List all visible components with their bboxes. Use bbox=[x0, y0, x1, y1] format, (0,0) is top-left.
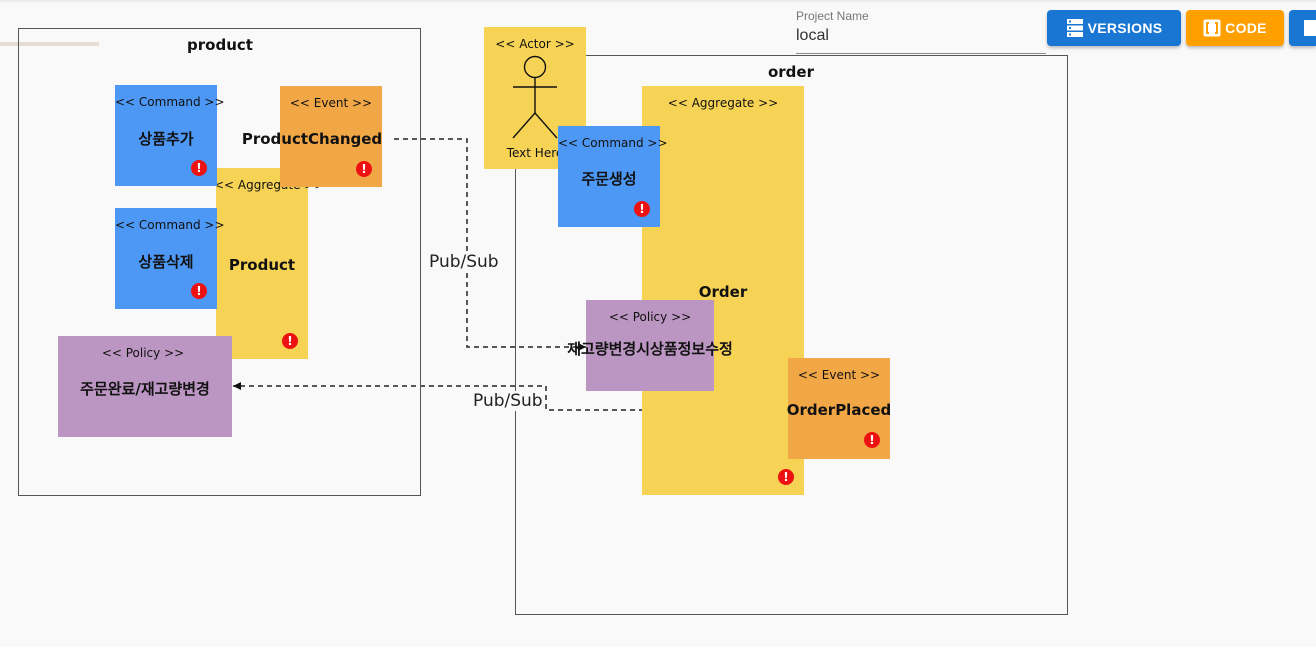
top-strip bbox=[0, 0, 1316, 2]
sticky-name: 주문생성 bbox=[581, 170, 637, 188]
sticky-stereotype: << Policy >> bbox=[101, 346, 185, 360]
project-name-underline bbox=[796, 53, 1046, 54]
sticky-name: 상품삭제 bbox=[138, 253, 194, 271]
project-name-input[interactable]: local bbox=[796, 27, 829, 44]
stick-figure-icon bbox=[512, 55, 558, 139]
sticky-stereotype: << Command >> bbox=[115, 95, 225, 109]
sticky-name: Order bbox=[698, 283, 748, 301]
versions-button[interactable]: VERSIONS bbox=[1047, 10, 1181, 46]
sticky-name: Product bbox=[228, 256, 296, 274]
sticky-stereotype: << Aggregate >> bbox=[667, 96, 779, 110]
command-sticky-add-product[interactable]: << Command >> 상품추가 ! bbox=[115, 85, 225, 186]
relation-label-pubsub: Pub/Sub bbox=[427, 252, 501, 272]
command-sticky-create-order[interactable]: << Command >> 주문생성 ! bbox=[558, 126, 668, 227]
bounded-context-label-product: product bbox=[187, 36, 253, 54]
sticky-name: OrderPlaced bbox=[786, 401, 892, 419]
extra-button[interactable] bbox=[1289, 10, 1316, 46]
project-name-label: Project Name bbox=[796, 9, 869, 23]
sticky-name: 상품추가 bbox=[138, 130, 194, 148]
sticky-stereotype: << Command >> bbox=[115, 218, 225, 232]
code-bracket-icon bbox=[1203, 19, 1221, 37]
error-icon[interactable]: ! bbox=[778, 469, 794, 485]
sticky-name: 재고량변경시상품정보수정 bbox=[567, 340, 733, 358]
error-icon[interactable]: ! bbox=[356, 161, 372, 177]
sticky-stereotype: << Actor >> bbox=[495, 37, 575, 51]
event-sticky-order-placed[interactable]: << Event >> OrderPlaced ! bbox=[787, 358, 891, 459]
command-sticky-delete-product[interactable]: << Command >> 상품삭제 ! bbox=[115, 208, 225, 309]
aggregate-sticky-product[interactable]: << Aggregate >> Product ! bbox=[214, 168, 324, 359]
sticky-stereotype: << Event >> bbox=[289, 96, 373, 110]
sticky-name: ProductChanged bbox=[241, 130, 383, 148]
square-icon bbox=[1304, 20, 1316, 36]
bounded-context-product[interactable] bbox=[18, 28, 421, 496]
versions-button-label: VERSIONS bbox=[1087, 20, 1163, 36]
sticky-stereotype: << Policy >> bbox=[608, 310, 692, 324]
tab-indicator bbox=[0, 42, 99, 46]
policy-sticky-order-complete[interactable]: << Policy >> 주문완료/재고량변경 bbox=[58, 336, 232, 437]
policy-sticky-stock-update[interactable]: << Policy >> 재고량변경시상품정보수정 bbox=[567, 300, 733, 391]
error-icon[interactable]: ! bbox=[191, 283, 207, 299]
event-sticky-product-changed[interactable]: << Event >> ProductChanged ! bbox=[242, 86, 382, 187]
actor-name: Text Here bbox=[506, 146, 564, 160]
sticky-name: 주문완료/재고량변경 bbox=[80, 380, 210, 398]
sticky-stereotype: << Event >> bbox=[797, 368, 881, 382]
relation-label-pubsub: Pub/Sub bbox=[471, 391, 545, 411]
code-button[interactable]: CODE bbox=[1186, 10, 1284, 46]
actor-sticky[interactable]: << Actor >> Text Here bbox=[484, 27, 586, 169]
bounded-context-order[interactable] bbox=[515, 55, 1068, 615]
server-icon bbox=[1066, 18, 1084, 38]
error-icon[interactable]: ! bbox=[191, 160, 207, 176]
relation-line-product-changed-to-policy[interactable] bbox=[394, 138, 586, 351]
error-icon[interactable]: ! bbox=[864, 432, 880, 448]
bounded-context-label-order: order bbox=[767, 63, 814, 81]
code-button-label: CODE bbox=[1225, 20, 1267, 36]
sticky-stereotype: << Command >> bbox=[558, 136, 668, 150]
aggregate-sticky-order[interactable]: << Aggregate >> Order ! bbox=[642, 86, 804, 495]
error-icon[interactable]: ! bbox=[634, 201, 650, 217]
error-icon[interactable]: ! bbox=[282, 333, 298, 349]
